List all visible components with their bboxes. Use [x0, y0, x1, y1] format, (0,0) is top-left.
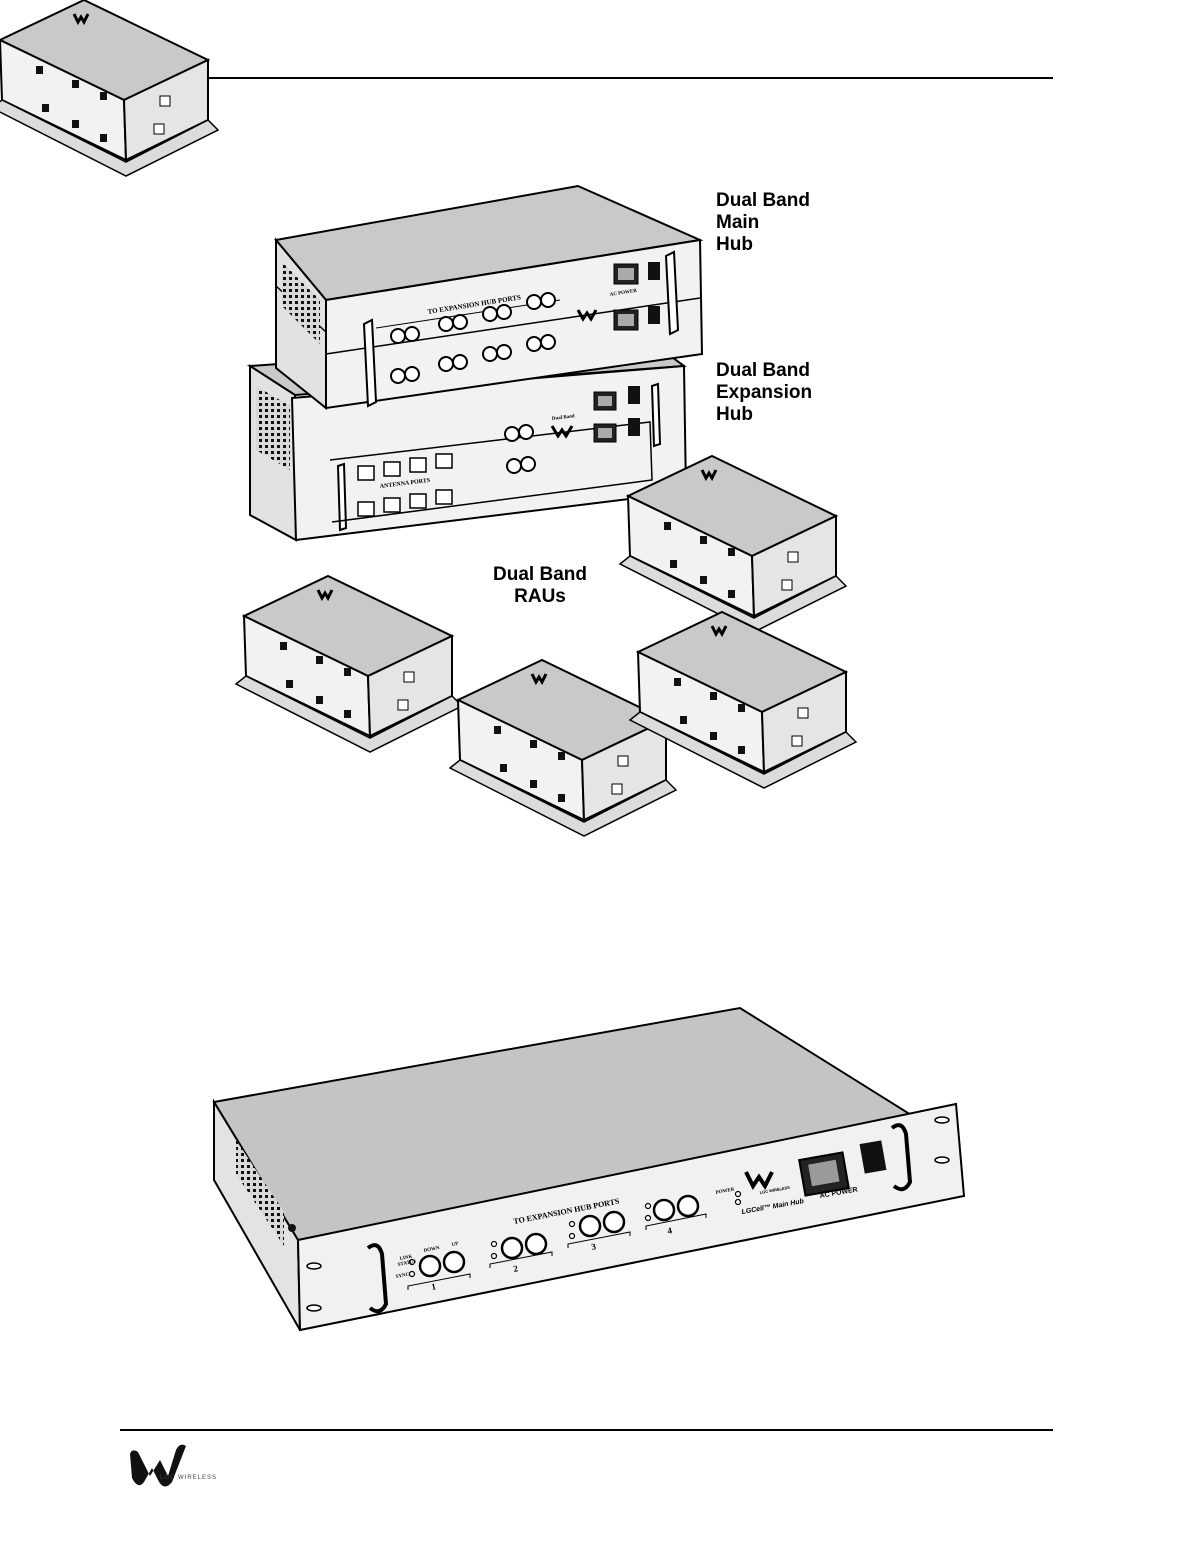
callout-raus: Dual Band RAUs [470, 564, 610, 608]
footer-brand: LGC WIRELESS [160, 1475, 217, 1481]
rau-unit [0, 0, 218, 176]
callout-expansion-hub: Dual Band Expansion Hub [716, 360, 812, 426]
lgcell-main-hub-unit [214, 1008, 964, 1330]
callout-main-hub: Dual Band Main Hub [716, 190, 810, 256]
rau-unit-left [236, 576, 462, 752]
